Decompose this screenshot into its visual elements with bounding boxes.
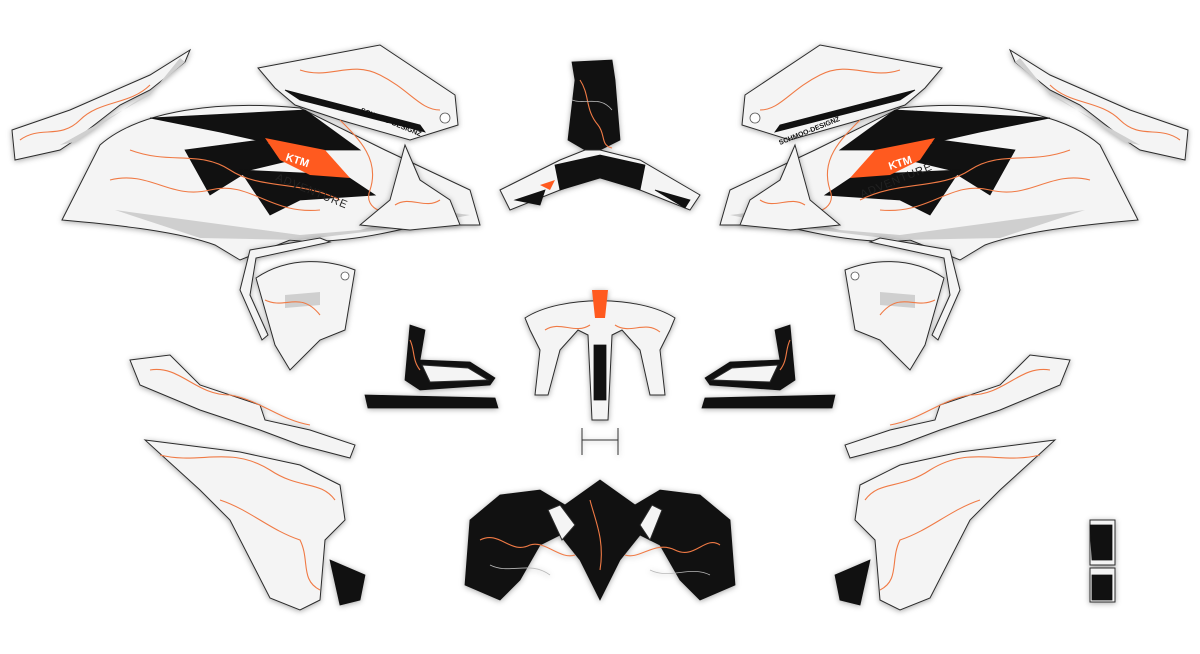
left-decal-group: KTM ADVENTURE SCHMOO-DESIGNZ	[11, 44, 499, 611]
left-seat-side	[364, 324, 499, 409]
right-seat-side	[701, 324, 836, 409]
center-front-fender	[524, 290, 676, 455]
right-side-lower	[834, 439, 1056, 611]
center-cockpit-panel	[499, 59, 701, 211]
center-headlight-mask	[464, 479, 736, 601]
fork-guard-strip	[1089, 519, 1116, 603]
right-lower-shroud	[844, 261, 945, 371]
left-side-lower	[144, 439, 366, 611]
left-lower-shroud	[255, 261, 356, 371]
